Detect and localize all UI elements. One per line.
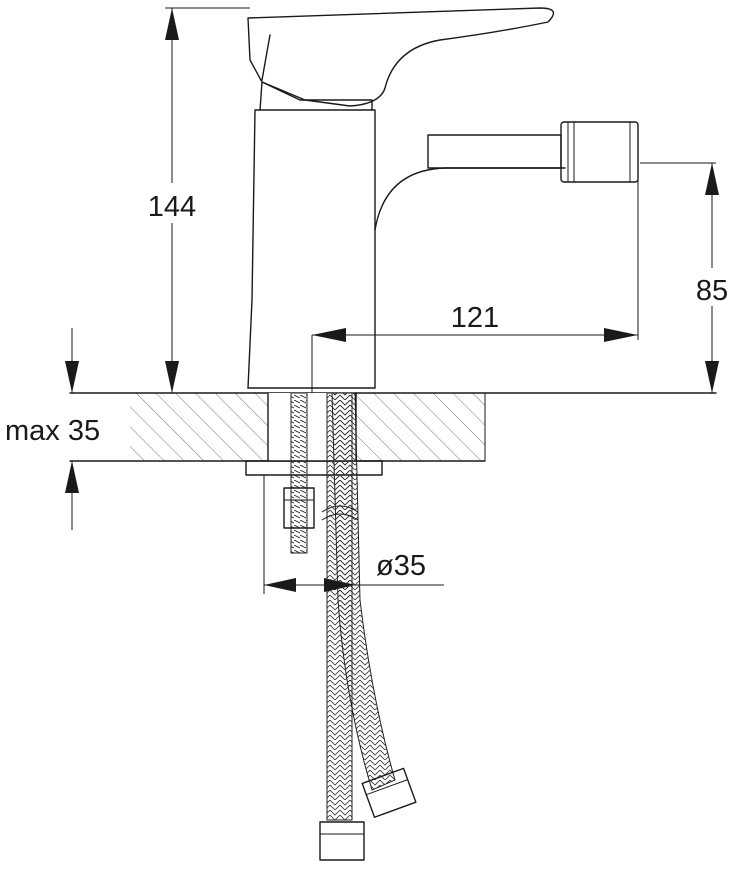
height-total-label: 144 <box>148 191 196 223</box>
outlet-height-label: 85 <box>696 275 728 307</box>
deck-thickness-label: max 35 <box>5 415 100 447</box>
mixer-body <box>247 7 639 389</box>
mounting-stud <box>245 392 383 554</box>
braided-supply-hoses <box>319 392 417 861</box>
dimension-outlet-height: 85 <box>637 162 736 393</box>
dimension-height-total: 144 <box>140 7 250 393</box>
dimension-deck-thickness: max 35 <box>0 328 128 530</box>
dimension-hole-diameter: ø35 <box>263 475 444 594</box>
mounting-deck <box>69 392 717 462</box>
spout-reach-label: 121 <box>451 302 499 334</box>
dimension-spout-reach: 121 <box>311 302 638 393</box>
hole-diameter-label: ø35 <box>376 550 426 582</box>
